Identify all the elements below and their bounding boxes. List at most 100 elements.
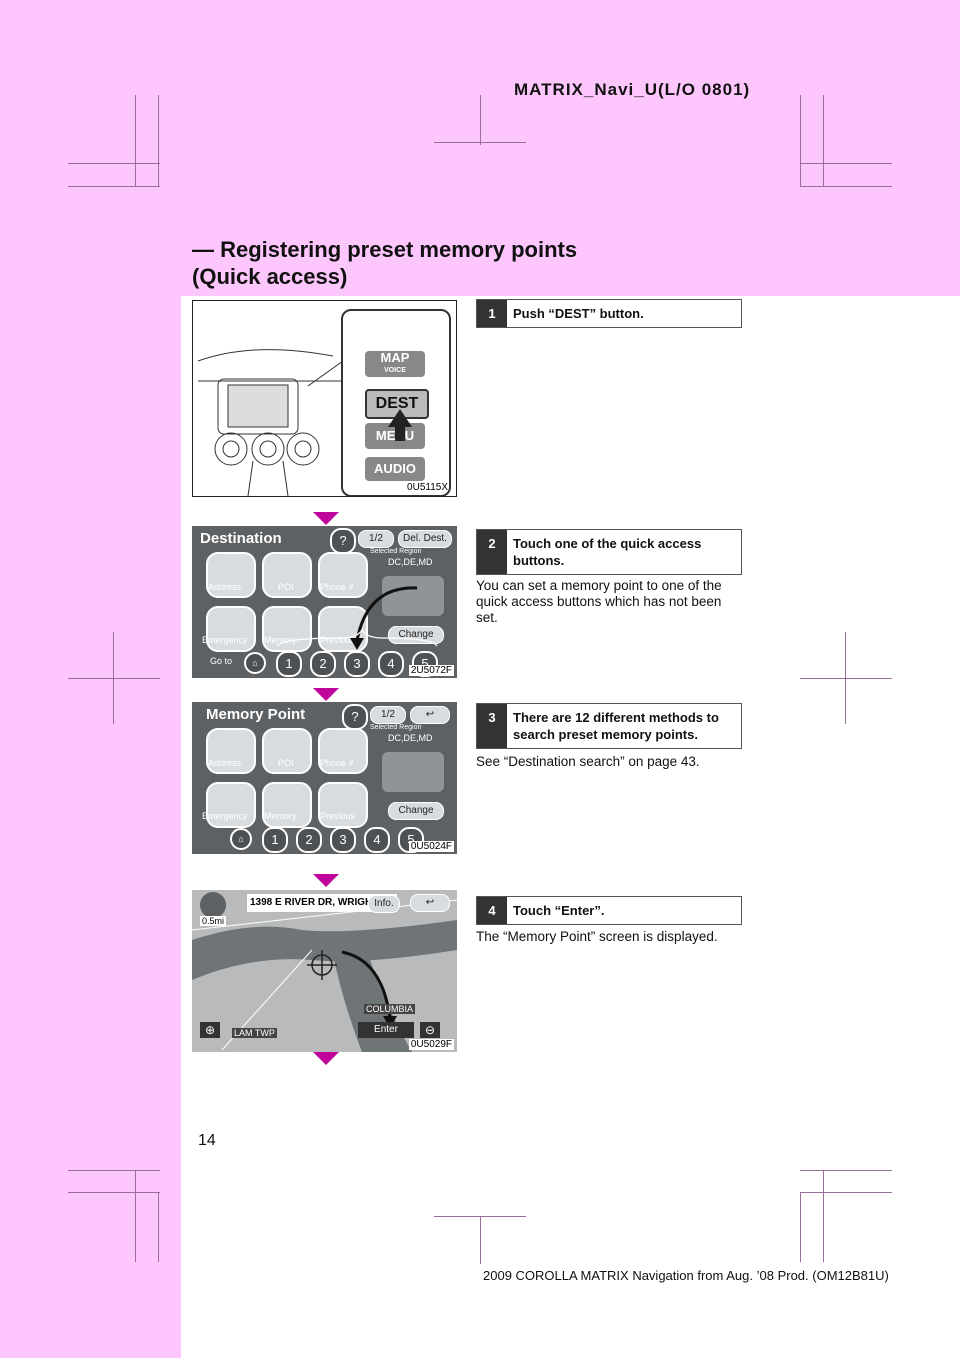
preset-button-2: 2 xyxy=(310,651,336,677)
crop-mark xyxy=(823,1170,824,1262)
phone-label: Phone # xyxy=(320,758,354,768)
crop-mark xyxy=(135,1170,136,1262)
step-3: 3 There are 12 different methods to sear… xyxy=(476,703,742,749)
step-3-body: See “Destination search” on page 43. xyxy=(476,754,700,769)
crop-mark xyxy=(800,1192,892,1193)
emergency-label: Emergency xyxy=(202,811,248,821)
crop-mark xyxy=(800,1192,801,1262)
address-button-graphic xyxy=(206,728,256,774)
crop-mark xyxy=(823,95,824,187)
step-instruction: Push “DEST” button. xyxy=(513,306,644,321)
crop-mark xyxy=(68,163,160,164)
enter-button: Enter xyxy=(358,1022,414,1038)
figure-code: 0U5024F xyxy=(408,841,454,852)
arrow-stem-icon xyxy=(395,427,405,441)
crop-mark xyxy=(480,95,481,145)
help-icon: ? xyxy=(342,704,368,730)
crop-mark xyxy=(480,1216,481,1264)
preset-button-1: 1 xyxy=(262,827,288,853)
place-label-lam-twp: LAM TWP xyxy=(232,1028,277,1038)
preset-button-3: 3 xyxy=(344,651,370,677)
button-callout: MAP VOICE DEST MENU AUDIO xyxy=(341,309,451,496)
poi-button-graphic xyxy=(262,728,312,774)
compass-icon xyxy=(200,892,226,918)
preset-button-2: 2 xyxy=(296,827,322,853)
crop-mark xyxy=(68,678,160,679)
info-button: Info. xyxy=(368,895,400,913)
section-title-line-2: (Quick access) xyxy=(192,264,348,289)
crop-mark xyxy=(68,1192,160,1193)
address-bar: 1398 E RIVER DR, WRIGH... xyxy=(247,894,397,912)
crop-mark xyxy=(434,1216,526,1217)
previous-label: Previous xyxy=(320,811,356,821)
section-title: — Registering preset memory points (Quic… xyxy=(192,236,577,290)
region-map-graphic xyxy=(382,576,444,616)
audio-button: AUDIO xyxy=(365,457,425,481)
down-arrow-icon xyxy=(313,688,339,701)
dashboard-line-art xyxy=(197,349,344,496)
figure-code: 0U5115X xyxy=(407,482,448,493)
change-button: Change xyxy=(388,626,444,644)
home-icon: ⌂ xyxy=(244,652,266,674)
step-instruction: There are 12 different methods to search… xyxy=(513,710,719,742)
crop-mark xyxy=(800,1170,892,1171)
map-screen-illustration: 1398 E RIVER DR, WRIGH... Info. ↩ 0.5mi … xyxy=(192,890,457,1052)
map-voice-button: MAP VOICE xyxy=(365,351,425,377)
down-arrow-icon xyxy=(313,1052,339,1065)
step-2: 2 Touch one of the quick access buttons. xyxy=(476,529,742,575)
memory-button-graphic xyxy=(262,782,312,828)
step-number: 4 xyxy=(477,897,507,924)
address-label: Address xyxy=(208,582,242,592)
home-icon: ⌂ xyxy=(230,828,252,850)
step-number: 2 xyxy=(477,530,507,574)
place-label-columbia: COLUMBIA xyxy=(364,1004,416,1014)
memory-label: Memory xyxy=(264,635,297,645)
region-map-graphic xyxy=(382,752,444,792)
up-arrow-icon xyxy=(388,409,412,427)
change-button: Change xyxy=(388,802,444,820)
crop-mark xyxy=(800,95,801,187)
zoom-out-icon: ⊖ xyxy=(420,1022,440,1038)
step-number: 1 xyxy=(477,300,507,327)
pink-left-band xyxy=(0,296,181,1358)
memory-point-screen-illustration: Memory Point ? 1/2 ↩ Selected Region DC,… xyxy=(192,702,457,854)
crop-mark xyxy=(135,95,136,187)
crop-mark xyxy=(158,95,159,187)
step-instruction: Touch one of the quick access buttons. xyxy=(513,536,702,568)
previous-button-graphic xyxy=(318,782,368,828)
page-footer: 2009 COROLLA MATRIX Navigation from Aug.… xyxy=(483,1268,889,1283)
selected-region-value: DC,DE,MD xyxy=(388,557,433,567)
step-4-body: The “Memory Point” screen is displayed. xyxy=(476,929,718,944)
page-number: 14 xyxy=(198,1132,216,1149)
selected-region-label: Selected Region xyxy=(370,724,422,731)
down-arrow-icon xyxy=(313,874,339,887)
crop-mark xyxy=(68,186,160,187)
callout-arrow-graphic xyxy=(276,586,438,650)
poi-button-graphic xyxy=(262,552,312,598)
crop-mark xyxy=(800,163,892,164)
crop-mark xyxy=(800,186,892,187)
emergency-button-graphic xyxy=(206,606,256,652)
back-icon: ↩ xyxy=(410,894,450,912)
preset-button-4: 4 xyxy=(364,827,390,853)
emergency-label: Emergency xyxy=(202,635,248,645)
preset-button-3: 3 xyxy=(330,827,356,853)
preset-button-1: 1 xyxy=(276,651,302,677)
phone-button-graphic xyxy=(318,552,368,598)
memory-label: Memory xyxy=(264,811,297,821)
zoom-in-icon: ⊕ xyxy=(200,1022,220,1038)
address-button-graphic xyxy=(206,552,256,598)
crop-mark xyxy=(158,1192,159,1262)
page-toggle: 1/2 xyxy=(370,706,406,724)
phone-button-graphic xyxy=(318,728,368,774)
document-header: MATRIX_Navi_U(L/O 0801) xyxy=(514,80,751,99)
step-number: 3 xyxy=(477,704,507,748)
phone-label: Phone # xyxy=(320,582,354,592)
step-4: 4 Touch “Enter”. xyxy=(476,896,742,925)
step-2-body: You can set a memory point to one of the… xyxy=(476,578,722,625)
previous-label: Previous xyxy=(320,635,356,645)
crop-mark xyxy=(800,678,892,679)
screen-title: Destination xyxy=(200,530,282,547)
poi-label: POI xyxy=(278,758,294,768)
map-label: MAP xyxy=(380,350,410,365)
